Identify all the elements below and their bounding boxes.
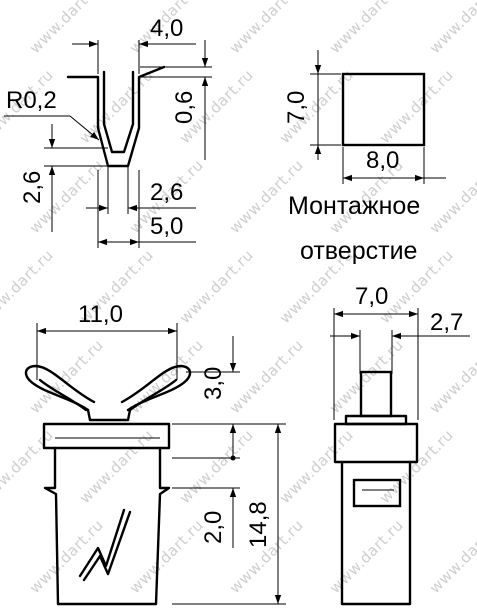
watermark-text: www.dart.ru: [176, 246, 257, 327]
front-view: 11,0 3,0 2,0 14,8: [24, 301, 286, 606]
watermark-text: www.dart.ru: [326, 336, 407, 417]
front-total-height-label: 14,8: [245, 501, 272, 548]
watermark-text: www.dart.ru: [426, 0, 477, 57]
watermark-text: www.dart.ru: [126, 516, 207, 597]
watermark-text: www.dart.ru: [176, 426, 257, 507]
right-wing: [120, 364, 192, 412]
mounting-hole-rect: [341, 72, 426, 147]
watermark-text: www.dart.ru: [0, 426, 57, 507]
side-body: [333, 422, 419, 606]
hole-width-label: 8,0: [366, 147, 399, 174]
left-wing: [24, 364, 96, 412]
front-wing-height-label: 3,0: [200, 367, 227, 400]
watermark-text: www.dart.ru: [376, 66, 457, 147]
side-stem-width-label: 2,7: [430, 309, 463, 336]
watermark-text: www.dart.ru: [26, 336, 107, 417]
side-body-width-label: 7,0: [355, 283, 388, 310]
watermark-text: www.dart.ru: [326, 516, 407, 597]
side-latch: [352, 478, 402, 508]
clip-outer-width-label: 5,0: [150, 213, 183, 240]
hole-caption-line2: отверстие: [300, 237, 417, 265]
hole-height-label: 7,0: [283, 91, 310, 124]
watermark-text: www.dart.ru: [26, 0, 107, 57]
front-collar-label: 2,0: [200, 511, 227, 544]
watermark-text: www.dart.ru: [226, 0, 307, 57]
polarity-mark: [78, 508, 126, 578]
clip-inner-width-label: 2,6: [150, 179, 183, 206]
clip-detail: 4,0 0,6 R0,2 2,6 2,6 5,0: [4, 15, 212, 248]
watermark-text: www.dart.ru: [326, 0, 407, 57]
watermark-text: www.dart.ru: [426, 156, 477, 237]
clip-radius-label: R0,2: [6, 87, 57, 114]
watermark-text: www.dart.ru: [0, 246, 57, 327]
front-wing-span-label: 11,0: [78, 301, 123, 328]
watermark-text: www.dart.ru: [26, 516, 107, 597]
clip-profile-inner: [102, 70, 135, 154]
clip-profile: [66, 65, 166, 168]
hole-caption-line1: Монтажное: [288, 192, 420, 220]
watermark-text: www.dart.ru: [276, 426, 357, 507]
side-view: 7,0 2,7: [330, 283, 470, 606]
watermark-text: www.dart.ru: [426, 516, 477, 597]
clip-thickness-label: 0,6: [171, 91, 198, 124]
front-body: [42, 422, 171, 606]
clip-height-label: 2,6: [19, 171, 46, 204]
mounting-hole: 7,0 8,0 Монтажное отверстие: [283, 50, 446, 265]
clip-width-top-label: 4,0: [150, 15, 183, 42]
watermark-text: www.dart.ru: [426, 336, 477, 417]
watermark-text: www.dart.ru: [226, 336, 307, 417]
